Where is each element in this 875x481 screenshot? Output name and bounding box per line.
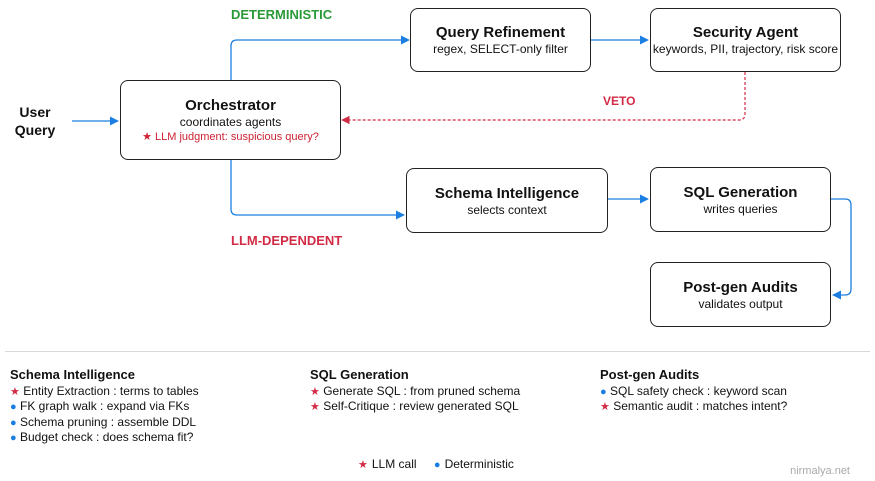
security-agent-node[interactable]: Security Agent keywords, PII, trajectory… (650, 8, 841, 72)
user-query-line1: User (19, 104, 51, 120)
schema-intelligence-title: Schema Intelligence (434, 185, 580, 202)
query-refinement-title: Query Refinement (435, 24, 566, 41)
detail-item: ★ Generate SQL : from pruned schema (310, 383, 521, 398)
star-icon: ★ (600, 401, 610, 413)
schema-intelligence-subtitle: selects context (467, 203, 547, 217)
legend: ★LLM call ●Deterministic (358, 457, 518, 471)
detail-item: ● Budget check : does schema fit? (10, 430, 194, 444)
section-divider (5, 351, 870, 352)
query-refinement-subtitle: regex, SELECT-only filter (433, 42, 568, 56)
orchestrator-note: ★ LLM judgment: suspicious query? (142, 131, 319, 143)
dot-icon: ● (600, 385, 607, 398)
security-agent-title: Security Agent (692, 24, 799, 41)
veto-label: VETO (603, 94, 636, 108)
arrow-sql-generation-to-postgen (831, 198, 852, 300)
detail-item: ● SQL safety check : keyword scan (600, 383, 787, 398)
legend-deterministic-label: Deterministic (444, 457, 514, 471)
details-sql-generation: SQL Generation ★ Generate SQL : from pru… (310, 367, 521, 415)
star-icon: ★ (358, 459, 368, 471)
dot-icon: ● (10, 432, 17, 444)
user-query-label: User Query (8, 103, 62, 139)
security-agent-subtitle: keywords, PII, trajectory, risk score (652, 42, 839, 56)
arrow-security-veto-to-orchestrator (341, 72, 746, 125)
detail-item: ★ Self-Critique : review generated SQL (310, 399, 519, 413)
postgen-audits-node[interactable]: Post-gen Audits validates output (650, 262, 831, 327)
deterministic-label: DETERMINISTIC (231, 7, 333, 22)
query-refinement-node[interactable]: Query Refinement regex, SELECT-only filt… (410, 8, 591, 72)
details-schema-intelligence: Schema Intelligence ★ Entity Extraction … (10, 367, 199, 446)
watermark: nirmalya.net (790, 465, 850, 477)
dot-icon: ● (433, 459, 441, 471)
details-postgen-audits: Post-gen Audits ● SQL safety check : key… (600, 367, 788, 415)
detail-item: ● FK graph walk : expand via FKs (10, 399, 190, 413)
postgen-audits-subtitle: validates output (698, 297, 783, 311)
sql-generation-title: SQL Generation (683, 184, 798, 201)
star-icon: ★ (310, 385, 320, 398)
star-icon: ★ (10, 385, 20, 398)
postgen-audits-title: Post-gen Audits (683, 279, 798, 296)
orchestrator-title: Orchestrator (185, 97, 276, 114)
detail-item: ● Schema pruning : assemble DDL (10, 414, 197, 429)
orchestrator-node[interactable]: Orchestrator coordinates agents ★ LLM ju… (120, 80, 341, 160)
dot-icon: ● (10, 416, 17, 429)
arrow-orchestrator-to-query-refinement (230, 35, 410, 80)
details-heading: Post-gen Audits (600, 367, 700, 382)
arrow-orchestrator-to-schema-intelligence (230, 160, 405, 220)
details-heading: Schema Intelligence (10, 367, 135, 382)
detail-item: ★ Semantic audit : matches intent? (600, 399, 788, 413)
llm-dependent-label: LLM-DEPENDENT (231, 233, 343, 248)
detail-item: ★ Entity Extraction : terms to tables (10, 383, 199, 398)
user-query-line2: Query (14, 122, 56, 138)
legend-llm-label: LLM call (371, 457, 417, 471)
schema-intelligence-node[interactable]: Schema Intelligence selects context (406, 168, 608, 233)
sql-generation-node[interactable]: SQL Generation writes queries (650, 167, 831, 232)
orchestrator-subtitle: coordinates agents (179, 115, 282, 129)
sql-generation-subtitle: writes queries (703, 202, 778, 216)
dot-icon: ● (10, 401, 17, 413)
star-icon: ★ (310, 401, 320, 413)
details-heading: SQL Generation (310, 367, 409, 382)
